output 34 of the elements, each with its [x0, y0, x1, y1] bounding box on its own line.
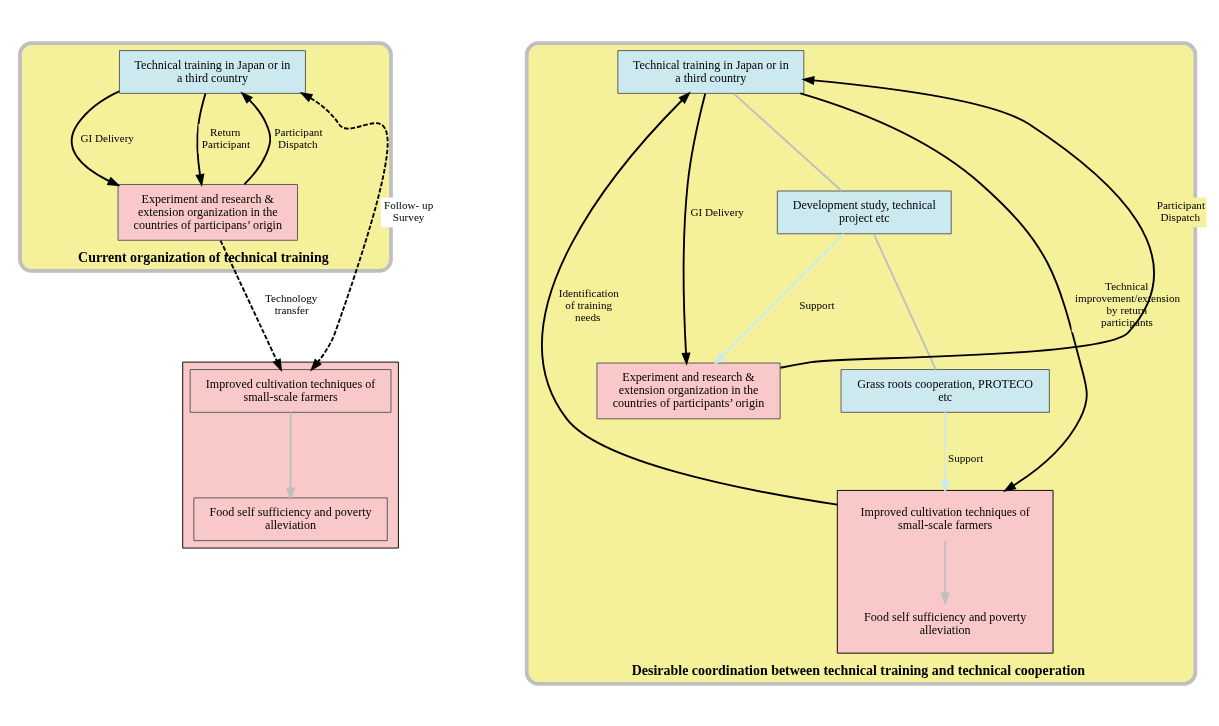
cluster [836, 489, 1054, 654]
node-box: Technical training in Japan or in a third country [617, 49, 805, 94]
arrow [799, 92, 1088, 492]
edge-label: Identification of training needs [558, 286, 619, 323]
node-text: Improved cultivation techniques of small-scale farmers [860, 504, 1030, 532]
cluster [182, 361, 399, 549]
edge-label: Participant Dispatch [274, 125, 323, 150]
arrow [713, 232, 845, 365]
edge-label: Return Participant [201, 125, 251, 150]
node-box: Food self sufficiency and poverty alleviation [193, 496, 388, 541]
arrow [779, 75, 1155, 369]
node-box: Grass roots cooperation, PROTECO etc [840, 368, 1050, 413]
arrow [240, 91, 272, 185]
node-box: Development study, technical project etc [776, 190, 952, 234]
edge-label: GI Delivery [80, 131, 134, 144]
node-box: Technical training in Japan or in a third country [119, 49, 306, 94]
arrow [940, 411, 950, 493]
node-box: Experiment and research & extension organization in the countries of participans’ origin [117, 183, 298, 241]
edge-label: Support [799, 298, 835, 311]
node-box: Improved cultivation techniques of small-scale farmers [189, 368, 392, 413]
arrow [940, 539, 950, 606]
arrow [219, 239, 283, 372]
arrow [195, 92, 207, 187]
node-text: Food self sufficiency and poverty alleviation [864, 609, 1027, 637]
arrow [286, 411, 296, 501]
edge-label: GI Delivery [690, 205, 744, 218]
edge-label: Support [947, 451, 984, 464]
arrow [70, 89, 121, 186]
connector [732, 92, 843, 192]
edge-label: Technology transfer [264, 291, 318, 316]
arrow [681, 92, 707, 366]
connector [872, 232, 937, 370]
node-box: Experiment and research & extension organization in the countries of participants’ origin [596, 362, 781, 419]
arrow [299, 91, 389, 371]
